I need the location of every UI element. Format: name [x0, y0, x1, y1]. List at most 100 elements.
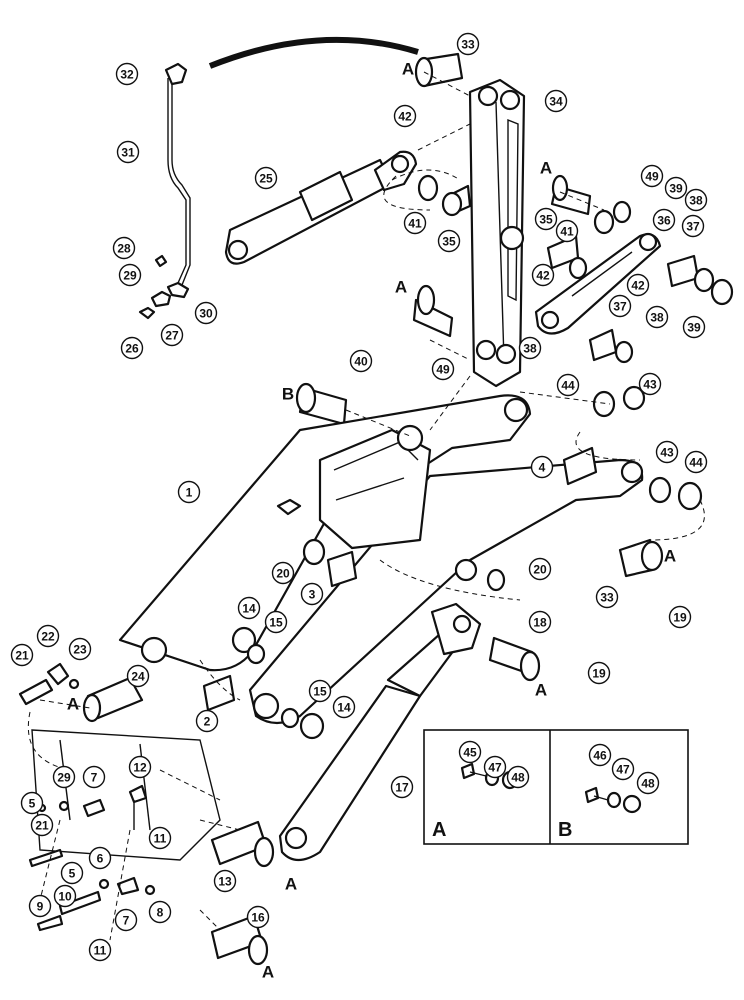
callout-7: 7 [114, 908, 138, 932]
callout-number: 47 [488, 761, 502, 775]
callout-21: 21 [30, 813, 54, 837]
callout-39: 39 [682, 315, 706, 339]
callout-number: 45 [463, 746, 477, 760]
callout-number: 42 [631, 279, 645, 293]
lever-36 [534, 232, 662, 335]
callout-number: 16 [251, 911, 265, 925]
bushings [417, 174, 734, 364]
callout-29: 29 [52, 765, 76, 789]
callout-number: 7 [91, 771, 98, 785]
callout-number: 29 [123, 269, 137, 283]
callout-27: 27 [160, 323, 184, 347]
callout-37: 37 [608, 294, 632, 318]
callout-43: 43 [638, 372, 662, 396]
callout-number: 4 [539, 461, 546, 475]
reference-letter-a: A [402, 60, 414, 79]
cylinder-17 [278, 602, 482, 862]
reference-letter-a: A [664, 547, 676, 566]
reference-letter-a: A [535, 681, 547, 700]
callout-number: 21 [35, 819, 49, 833]
cylinder-25 [224, 150, 418, 265]
callout-number: 46 [593, 749, 607, 763]
callout-number: 38 [523, 342, 537, 356]
callout-11: 11 [148, 826, 172, 850]
callout-29: 29 [118, 263, 142, 287]
callout-43: 43 [655, 440, 679, 464]
callout-number: 36 [657, 214, 671, 228]
callout-14: 14 [237, 596, 261, 620]
callout-11: 11 [88, 938, 112, 962]
callout-number: 25 [259, 172, 273, 186]
callout-number: 23 [73, 643, 87, 657]
callout-2: 2 [195, 709, 219, 733]
callout-1: 1 [177, 480, 201, 504]
loader-arm-1 [118, 394, 644, 725]
callout-number: 47 [616, 763, 630, 777]
callout-number: 13 [218, 875, 232, 889]
assembly-lines [27, 71, 705, 941]
reference-letter-a: A [540, 159, 552, 178]
callout-30: 30 [194, 301, 218, 325]
callout-number: 48 [511, 771, 525, 785]
bucket-link-34 [468, 78, 526, 388]
callout-5: 5 [60, 861, 84, 885]
callout-48: 48 [636, 771, 660, 795]
callout-number: 5 [69, 867, 76, 881]
callout-32: 32 [115, 62, 139, 86]
callout-number: 22 [41, 630, 55, 644]
callout-number: 17 [395, 781, 409, 795]
callout-14: 14 [332, 695, 356, 719]
callout-7: 7 [82, 765, 106, 789]
reference-letter-b: B [282, 385, 294, 404]
callout-number: 34 [549, 95, 563, 109]
legend-label-a: A [432, 819, 446, 841]
callout-20: 20 [528, 557, 552, 581]
callout-12: 12 [128, 755, 152, 779]
callout-number: 12 [133, 761, 147, 775]
pin-40 [295, 382, 348, 426]
callout-number: 28 [117, 242, 131, 256]
callout-47: 47 [611, 757, 635, 781]
callout-number: 43 [660, 446, 674, 460]
callout-44: 44 [556, 373, 580, 397]
callout-number: 35 [539, 213, 553, 227]
arm-bushings [202, 385, 703, 740]
callout-4: 4 [530, 455, 554, 479]
callout-number: 41 [408, 217, 422, 231]
callout-19: 19 [587, 661, 611, 685]
callout-41: 41 [555, 219, 579, 243]
callout-number: 44 [689, 456, 703, 470]
callout-5: 5 [20, 791, 44, 815]
callout-number: 29 [57, 771, 71, 785]
reference-letter-a: A [285, 875, 297, 894]
callout-47: 47 [483, 755, 507, 779]
callout-8: 8 [148, 900, 172, 924]
callout-25: 25 [254, 166, 278, 190]
callout-35: 35 [534, 207, 558, 231]
callout-17: 17 [390, 775, 414, 799]
legend-label-b: B [558, 819, 572, 841]
grease-line-assembly [138, 62, 191, 320]
callout-28: 28 [112, 236, 136, 260]
callout-9: 9 [28, 894, 52, 918]
callout-number: 37 [686, 220, 700, 234]
reference-letter-a: A [67, 695, 79, 714]
callout-38: 38 [645, 305, 669, 329]
callout-34: 34 [544, 89, 568, 113]
callout-number: 39 [687, 321, 701, 335]
callout-6: 6 [88, 846, 112, 870]
callout-number: 43 [643, 378, 657, 392]
callout-number: 49 [645, 170, 659, 184]
callout-number: 35 [442, 235, 456, 249]
callout-44: 44 [684, 450, 708, 474]
callout-18: 18 [528, 610, 552, 634]
callout-19: 19 [668, 605, 692, 629]
callout-number: 42 [398, 110, 412, 124]
callout-35: 35 [437, 229, 461, 253]
callout-number: 42 [536, 269, 550, 283]
callout-number: 6 [97, 852, 104, 866]
callout-33: 33 [595, 585, 619, 609]
callout-33: 33 [456, 32, 480, 56]
